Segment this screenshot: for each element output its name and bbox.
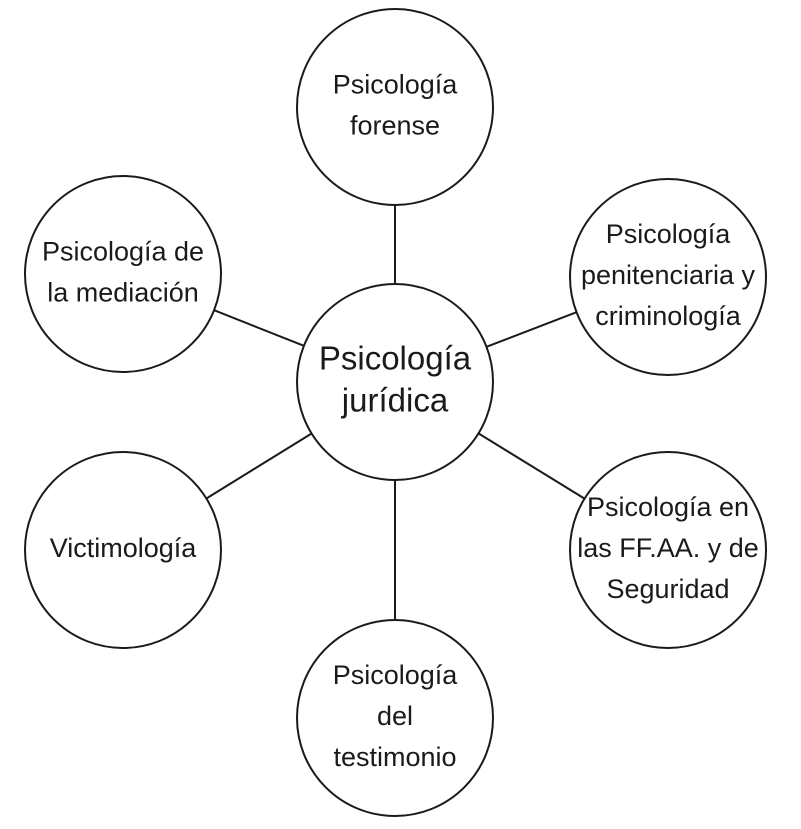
node-forense-circle <box>296 8 494 206</box>
connector-victimologia <box>205 432 313 500</box>
node-testimonio: Psicología del testimonio <box>296 619 494 817</box>
node-ffaa-label-line-3: Seguridad <box>606 574 729 604</box>
node-victimologia: Victimología <box>24 451 222 649</box>
node-forense-label-line-2: forense <box>350 111 440 141</box>
node-penitenciaria: Psicología penitenciaria y criminología <box>569 178 767 376</box>
node-ffaa-circle <box>569 451 767 649</box>
node-forense-label-line-1: Psicología <box>333 70 459 100</box>
node-testimonio-label-line-1: Psicología <box>333 660 459 690</box>
connector-ffaa <box>477 432 586 500</box>
node-testimonio-label-line-3: testimonio <box>333 742 456 772</box>
node-penitenciaria-label-line-1: Psicología <box>606 219 732 249</box>
connector-lines <box>205 205 586 620</box>
node-center-juridica: Psicología jurídica <box>296 283 494 481</box>
node-ffaa-label-line-2: las FF.AA. y de <box>577 533 759 563</box>
node-testimonio-label-line-2: del <box>377 701 413 731</box>
node-testimonio-circle <box>296 619 494 817</box>
node-center-label-line-1: Psicología <box>319 340 472 377</box>
connector-mediacion <box>213 309 305 347</box>
node-center-label-line-2: jurídica <box>341 382 449 419</box>
node-ffaa-label-line-1: Psicología en <box>587 492 749 522</box>
node-center-circle <box>296 283 494 481</box>
node-mediacion-circle <box>24 175 222 373</box>
diagram-nodes: PsicologíaforensePsicologíapenitenciaria… <box>24 8 767 817</box>
node-mediacion: Psicología de la mediación <box>24 175 222 373</box>
node-ffaa: Psicología en las FF.AA. y de Seguridad <box>569 451 767 649</box>
node-forense: Psicología forense <box>296 8 494 206</box>
node-victimologia-circle <box>24 451 222 649</box>
node-mediacion-label-line-2: la mediación <box>47 278 199 308</box>
node-penitenciaria-label-line-2: penitenciaria y <box>581 260 756 290</box>
node-mediacion-label-line-1: Psicología de <box>42 237 204 267</box>
node-victimologia-label-line-1: Victimología <box>50 533 198 563</box>
node-penitenciaria-circle <box>569 178 767 376</box>
node-penitenciaria-label-line-3: criminología <box>595 301 742 331</box>
connector-penitenciaria <box>486 311 577 348</box>
